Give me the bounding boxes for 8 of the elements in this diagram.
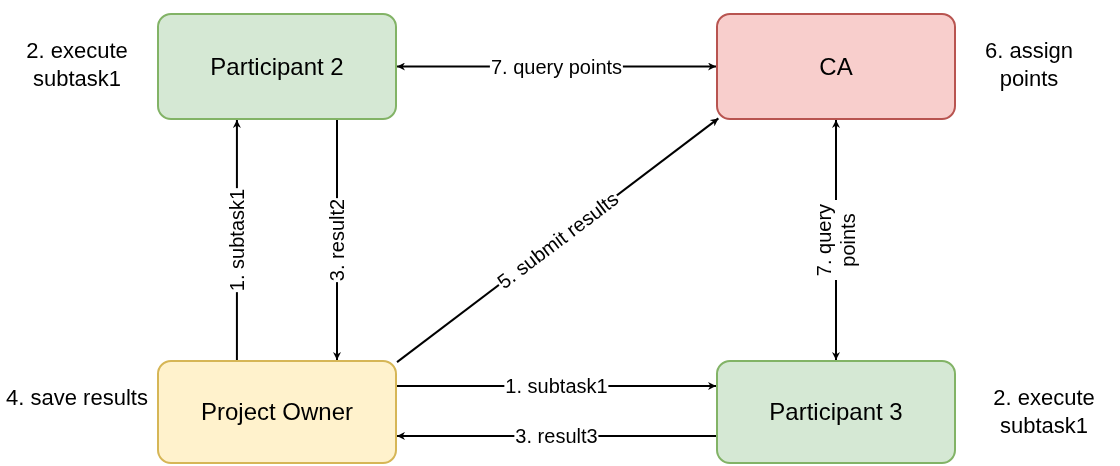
node-label: Project Owner xyxy=(200,398,354,426)
step-note: 2. execute subtask1 xyxy=(25,37,129,93)
step-note: 2. execute subtask1 xyxy=(992,384,1096,440)
node-label: Participant 2 xyxy=(210,52,344,81)
step-note: 4. save results xyxy=(5,384,149,412)
step-note: 6. assign points xyxy=(983,37,1075,93)
node-label: Participant 3 xyxy=(769,398,903,426)
node-label: CA xyxy=(819,52,853,81)
